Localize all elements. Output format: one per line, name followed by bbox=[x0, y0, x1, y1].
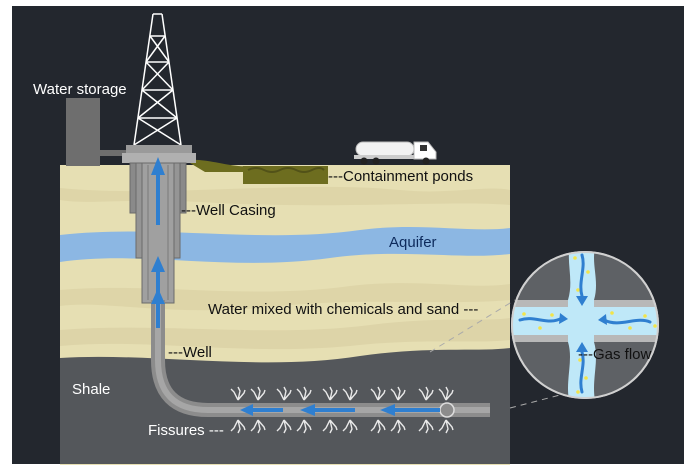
storage-pipe bbox=[98, 150, 128, 156]
fissures-group bbox=[230, 386, 454, 434]
perforation-ring bbox=[439, 402, 455, 418]
drilling-derrick bbox=[133, 13, 182, 146]
label-shale: Shale bbox=[72, 381, 110, 398]
label-gas-flow: ---Gas flow bbox=[578, 346, 652, 363]
label-fissures: Fissures --- bbox=[148, 422, 224, 439]
zoom-line-top bbox=[429, 299, 516, 353]
label-water-mixed: Water mixed with chemicals and sand --- bbox=[208, 301, 478, 318]
magnified-fracture-lens bbox=[511, 251, 659, 399]
derrick-platform bbox=[126, 145, 192, 154]
label-containment-ponds: ---Containment ponds bbox=[328, 168, 473, 185]
soil-stratum-3 bbox=[60, 318, 510, 350]
pond-pipe bbox=[185, 159, 250, 172]
label-well-casing: ---Well Casing bbox=[181, 202, 276, 219]
label-well: ---Well bbox=[168, 344, 212, 361]
wellhead-base bbox=[122, 153, 196, 163]
leftward-arrows bbox=[240, 404, 440, 416]
pond-ripples bbox=[247, 167, 325, 173]
tanker-truck-icon bbox=[354, 141, 437, 165]
water-storage-tank bbox=[66, 98, 100, 166]
label-aquifer: Aquifer bbox=[389, 234, 437, 251]
label-water-storage: Water storage bbox=[33, 81, 127, 98]
well-pipe-highlight bbox=[155, 300, 490, 413]
zoom-line-bottom bbox=[509, 394, 561, 409]
up-arrows bbox=[151, 157, 165, 328]
